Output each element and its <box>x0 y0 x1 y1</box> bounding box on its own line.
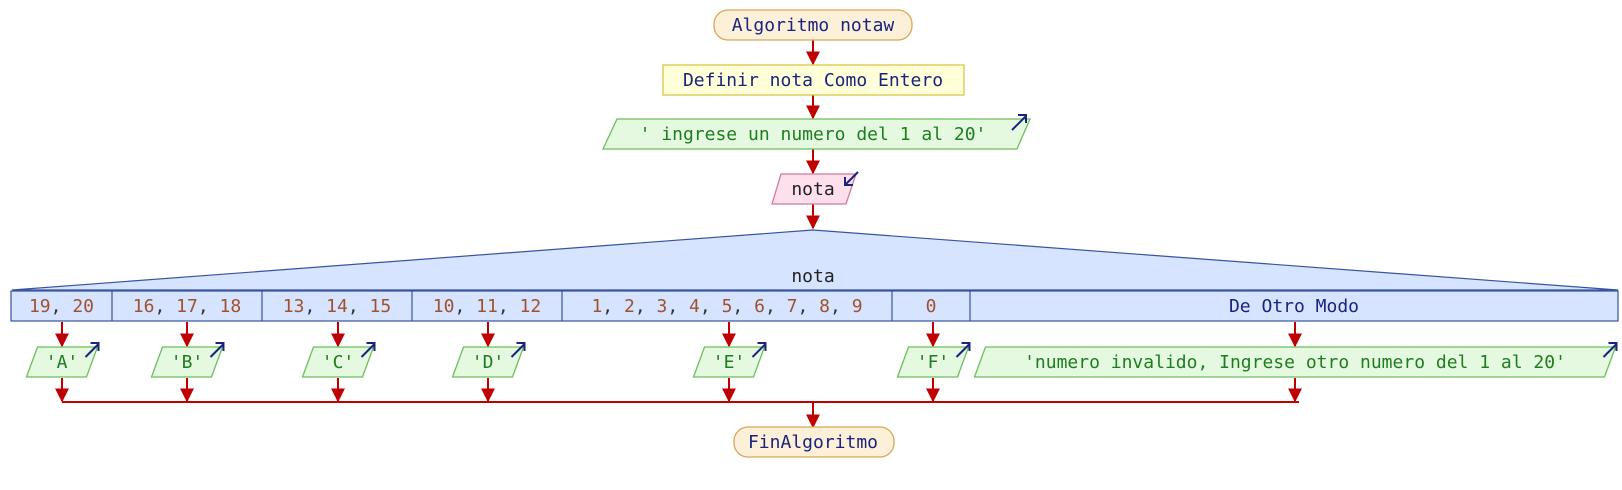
case-branch: 'F' <box>896 322 971 403</box>
value-separator: , <box>304 296 326 317</box>
arrow-up-right-icon <box>955 342 971 358</box>
prompt-output-text: ' ingrese un numero del 1 al 20' <box>640 124 987 145</box>
define-block: Definir nota Como Entero <box>662 64 965 96</box>
case-label: 10, 11, 12 <box>433 296 541 317</box>
value-separator: , <box>732 296 754 317</box>
define-label: Definir nota Como Entero <box>683 70 943 91</box>
arrow-up-right-icon <box>1602 342 1618 358</box>
output-text: 'D' <box>472 352 505 373</box>
value-separator: , <box>602 296 624 317</box>
output-text: 'F' <box>917 352 950 373</box>
case-value: 17 <box>176 296 198 317</box>
case-label: 19, 20 <box>29 296 94 317</box>
output-text: 'C' <box>322 352 355 373</box>
case-branches: 'A' 'B' 'C' 'D' 'E' 'F' 'numero invalido, Ingr… <box>25 322 1618 403</box>
value-separator: , <box>454 296 476 317</box>
output-text: 'A' <box>46 352 79 373</box>
value-separator: , <box>700 296 722 317</box>
arrow-up-right-icon <box>751 342 767 358</box>
case-value: 11 <box>476 296 498 317</box>
value-separator: , <box>635 296 657 317</box>
value-separator: , <box>198 296 220 317</box>
case-value: 14 <box>326 296 348 317</box>
connectors <box>62 40 1299 429</box>
case-default-label: De Otro Modo <box>1229 296 1359 317</box>
case-label: 0 <box>926 296 937 317</box>
default-branch: 'numero invalido, Ingrese otro numero de… <box>973 322 1618 403</box>
case-value: 18 <box>220 296 242 317</box>
case-value: 0 <box>926 296 937 317</box>
case-branch: 'E' <box>692 322 767 403</box>
case-value: 19 <box>29 296 51 317</box>
case-value: 1 <box>591 296 602 317</box>
value-separator: , <box>797 296 819 317</box>
case-dividers <box>111 291 971 321</box>
case-value: 5 <box>722 296 733 317</box>
case-value: 6 <box>754 296 765 317</box>
case-branch: 'D' <box>451 322 526 403</box>
value-separator: , <box>765 296 787 317</box>
case-value: 10 <box>433 296 455 317</box>
case-branch: 'A' <box>25 322 100 403</box>
value-separator: , <box>154 296 176 317</box>
case-value: 3 <box>657 296 668 317</box>
arrow-up-right-icon <box>84 342 100 358</box>
case-value: 20 <box>72 296 94 317</box>
case-value: 4 <box>689 296 700 317</box>
case-value: 7 <box>787 296 798 317</box>
default-label-text: De Otro Modo <box>1229 296 1359 317</box>
value-separator: , <box>51 296 73 317</box>
output-text: 'B' <box>171 352 204 373</box>
end-label: FinAlgoritmo <box>748 432 878 453</box>
output-shape <box>301 346 375 378</box>
output-text: 'E' <box>713 352 746 373</box>
case-value: 9 <box>852 296 863 317</box>
output-shape <box>25 346 99 378</box>
switch-var-text: nota <box>791 266 834 287</box>
case-label: 16, 17, 18 <box>133 296 241 317</box>
output-shape <box>973 346 1617 378</box>
case-label: 13, 14, 15 <box>283 296 391 317</box>
input-block: nota <box>771 171 859 205</box>
case-label: 1, 2, 3, 4, 5, 6, 7, 8, 9 <box>591 296 862 317</box>
start-terminal: Algoritmo notaw <box>713 9 913 41</box>
case-value: 8 <box>819 296 830 317</box>
case-value: 13 <box>283 296 305 317</box>
arrow-up-right-icon <box>510 342 526 358</box>
value-separator: , <box>348 296 370 317</box>
prompt-output-block: ' ingrese un numero del 1 al 20' <box>601 114 1031 150</box>
case-value: 12 <box>520 296 542 317</box>
arrow-down-left-icon <box>844 171 859 186</box>
value-separator: , <box>830 296 852 317</box>
case-value: 16 <box>133 296 155 317</box>
value-separator: , <box>667 296 689 317</box>
arrow-up-right-icon <box>1011 114 1027 131</box>
output-shape <box>692 346 766 378</box>
case-branch: 'B' <box>150 322 225 403</box>
output-text: 'numero invalido, Ingrese otro numero de… <box>1024 352 1566 373</box>
output-shape <box>451 346 525 378</box>
case-value: 15 <box>370 296 392 317</box>
case-value: 2 <box>624 296 635 317</box>
arrow-up-right-icon <box>360 342 376 358</box>
case-branch: 'C' <box>301 322 376 403</box>
start-label: Algoritmo notaw <box>732 15 895 36</box>
input-var-text: nota <box>791 179 834 200</box>
output-shape <box>896 346 970 378</box>
value-separator: , <box>498 296 520 317</box>
output-shape <box>150 346 224 378</box>
end-terminal: FinAlgoritmo <box>733 426 895 458</box>
arrow-up-right-icon <box>209 342 225 358</box>
